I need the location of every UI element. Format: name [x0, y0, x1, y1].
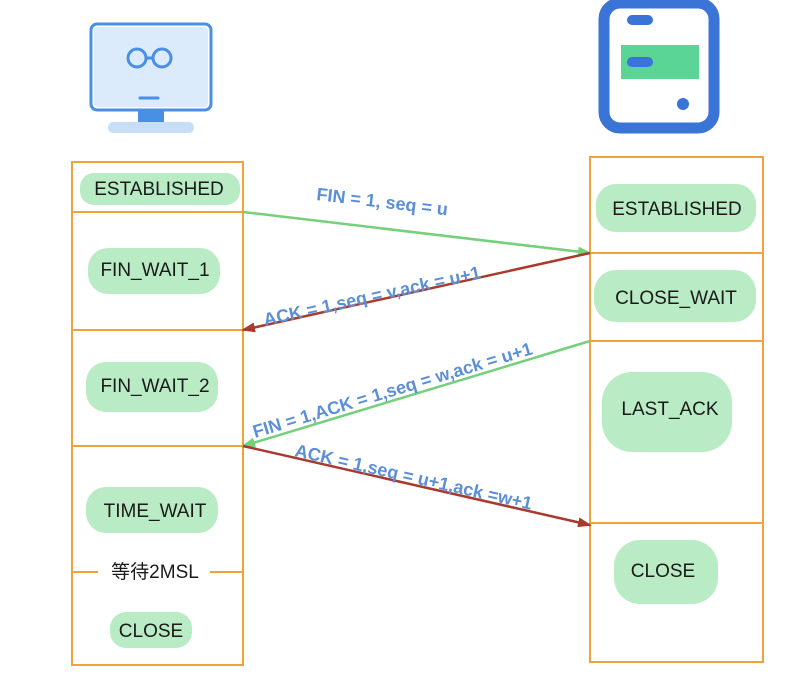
- highlight-mark: [86, 487, 218, 533]
- server-state-established: ESTABLISHED: [612, 199, 742, 220]
- message-label-fin-1: FIN = 1, seq = u: [316, 184, 449, 219]
- highlight-mark: [88, 248, 220, 294]
- client-state-established: ESTABLISHED: [94, 179, 224, 200]
- arrow-ack-2: [242, 444, 592, 528]
- highlight-mark: [602, 372, 732, 452]
- server-state-column: ESTABLISHED CLOSE_WAIT LAST_ACK CLOSE: [589, 156, 764, 663]
- client-state-fin-wait-1: FIN_WAIT_1: [100, 260, 209, 281]
- server-state-close-wait: CLOSE_WAIT: [615, 288, 737, 309]
- highlight-mark: [594, 270, 756, 322]
- desktop-computer-icon: [89, 22, 213, 133]
- wait-2msl-label: 等待2MSL: [111, 561, 199, 583]
- message-label-fin-2: FIN = 1,ACK = 1,seq = w,ack = u+1: [250, 339, 534, 442]
- client-state-time-wait: TIME_WAIT: [104, 501, 207, 522]
- highlight-mark: [86, 362, 218, 412]
- message-arrows: [241, 210, 592, 528]
- highlight-mark: [80, 173, 240, 205]
- arrow-ack-1: [241, 251, 591, 333]
- client-state-column: ESTABLISHED FIN_WAIT_1 FIN_WAIT_2 TIME_W…: [71, 161, 244, 666]
- server-state-last-ack: LAST_ACK: [621, 399, 718, 420]
- highlight-mark: [614, 540, 718, 604]
- server-icon: [598, 0, 720, 134]
- arrow-fin-2: [241, 339, 591, 448]
- message-labels: FIN = 1, seq = u ACK = 1,seq = v,ack = u…: [250, 184, 534, 514]
- message-label-ack-2: ACK = 1,seq = u+1,ack =w+1: [293, 440, 534, 513]
- client-state-close: CLOSE: [119, 621, 183, 642]
- arrow-fin-1: [242, 210, 592, 257]
- message-label-ack-1: ACK = 1,seq = v,ack = u+1: [262, 262, 483, 330]
- client-state-fin-wait-2: FIN_WAIT_2: [100, 376, 209, 397]
- highlight-mark: [110, 612, 192, 648]
- highlight-mark: [596, 184, 756, 232]
- server-state-close: CLOSE: [631, 561, 695, 582]
